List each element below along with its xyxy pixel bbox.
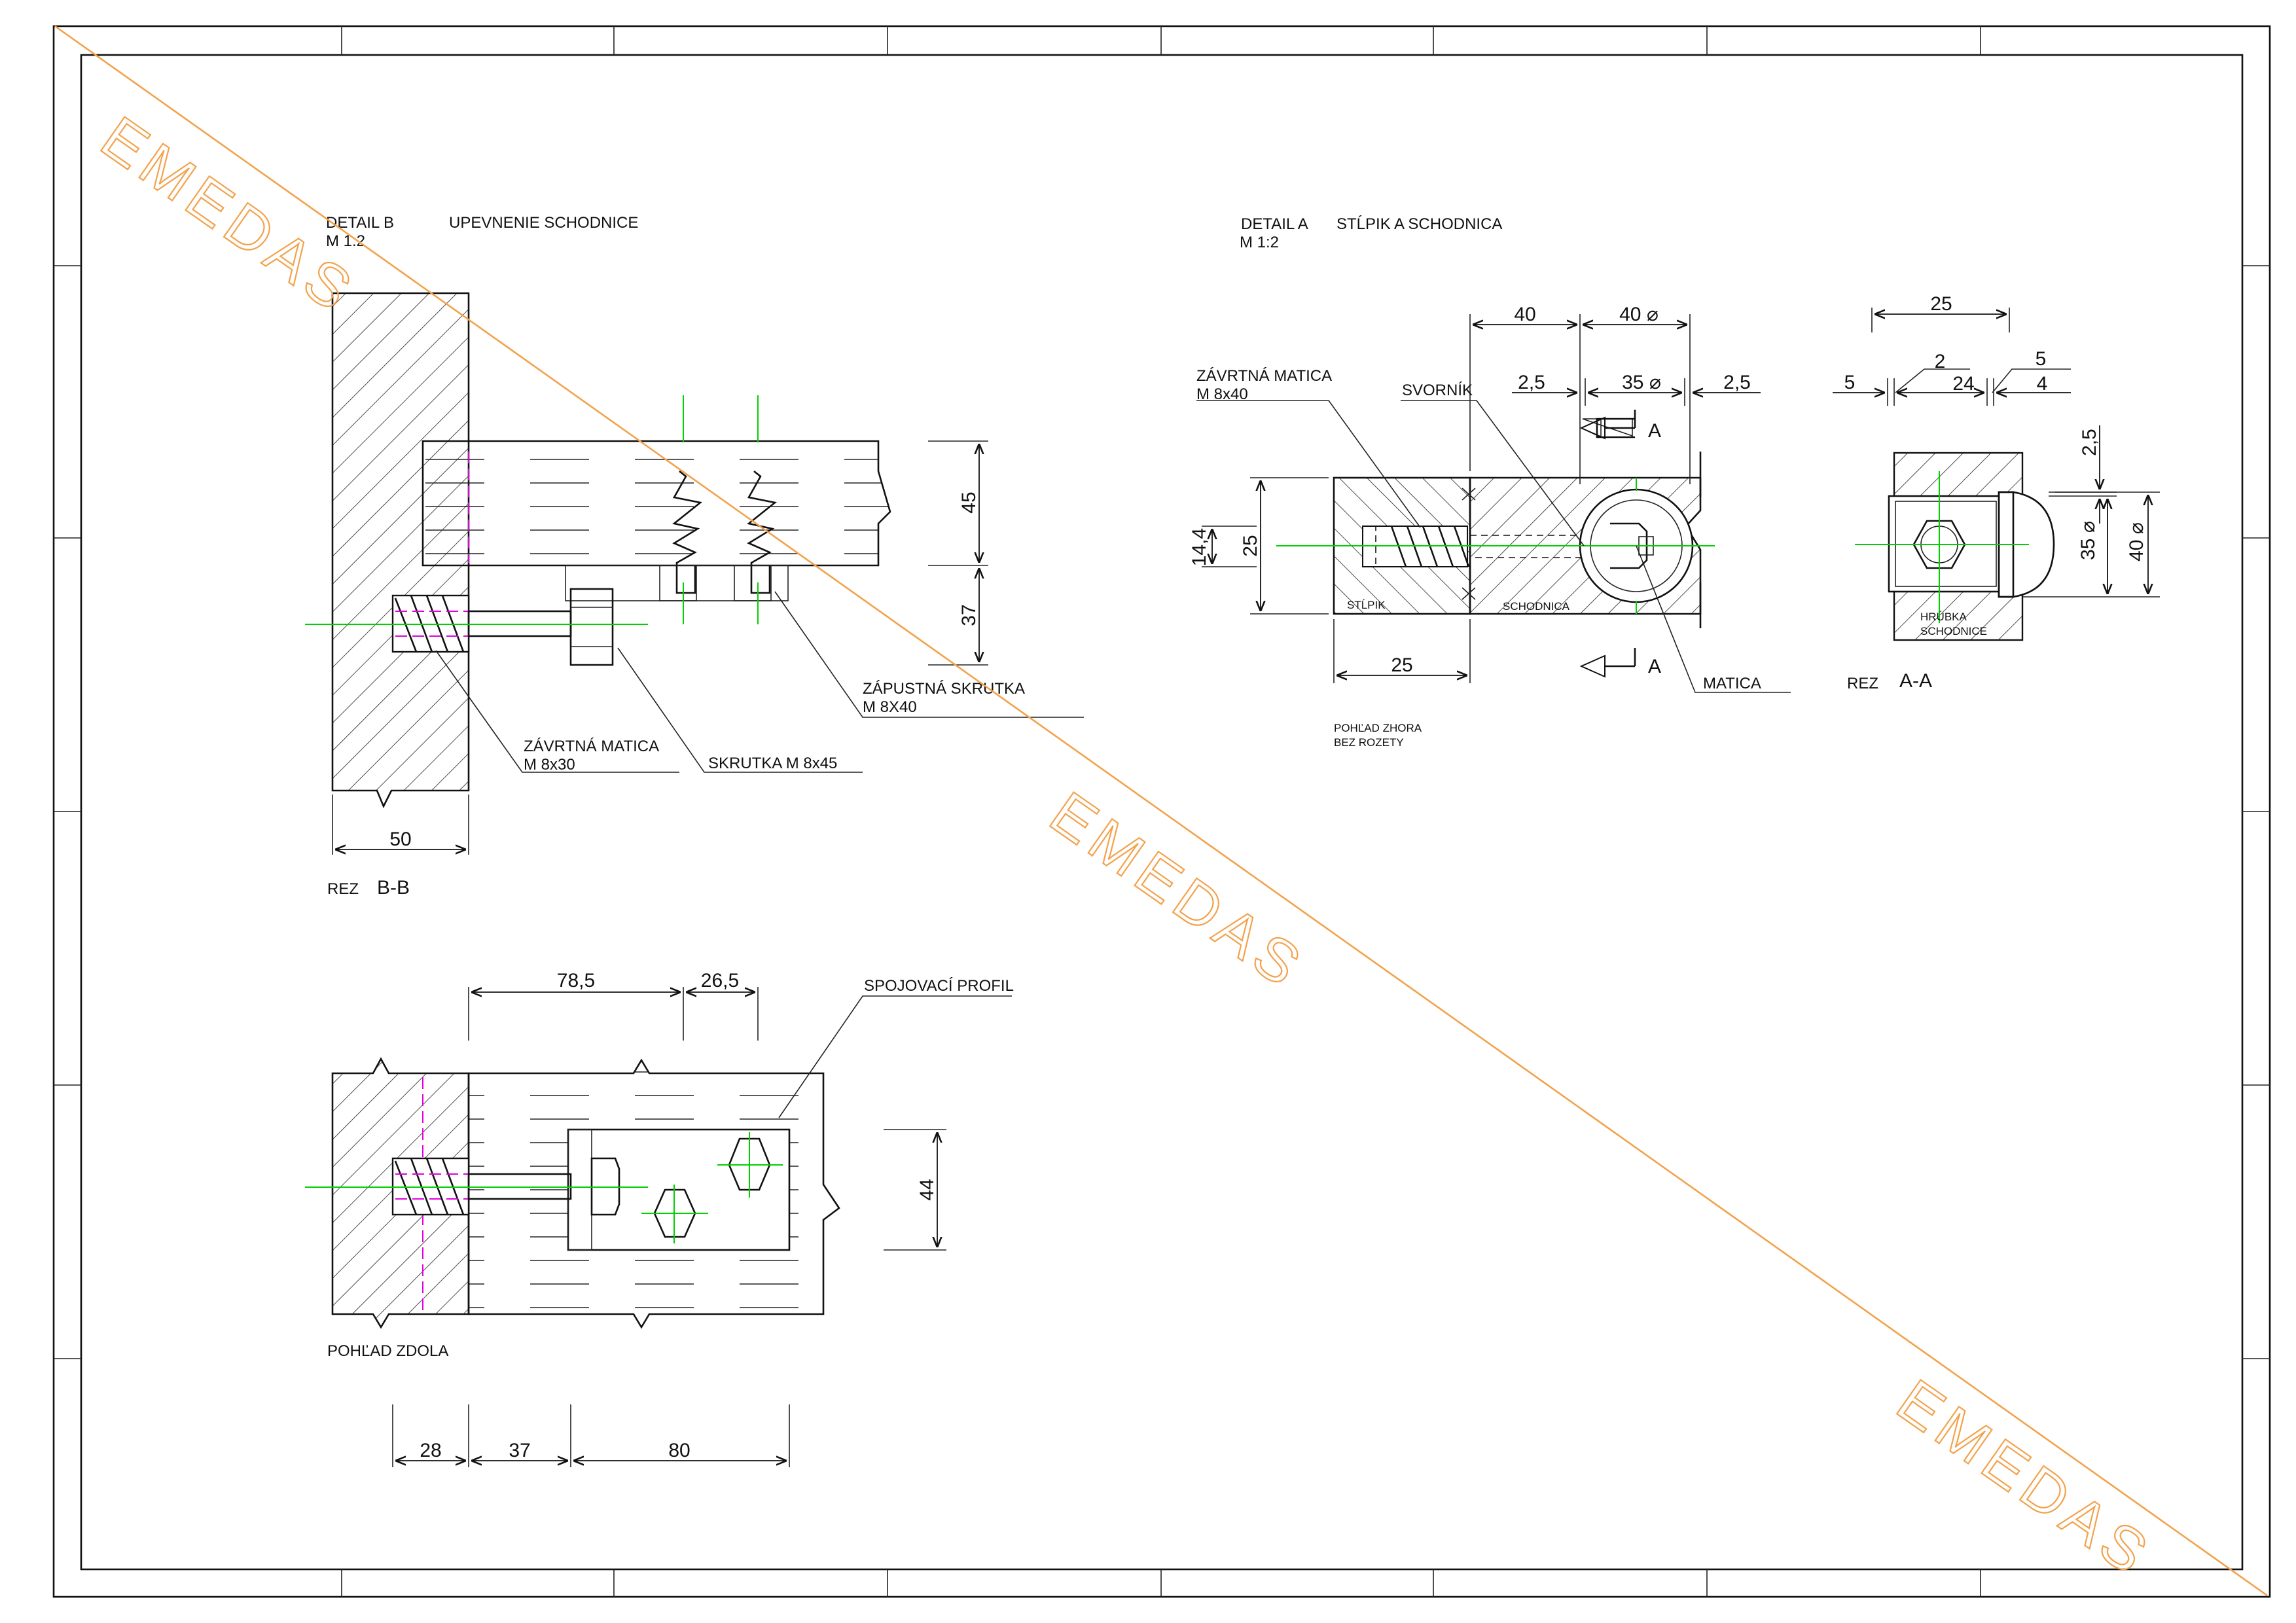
watermark-text-3: EMEDAS — [1886, 1367, 2164, 1590]
dim-a-25-vertical: 25 — [1240, 535, 1261, 556]
dim-26-5: 26,5 — [701, 970, 739, 991]
label-countersunk-screw-size: M 8X40 — [863, 698, 917, 716]
bottom-view: 78,5 26,5 44 28 37 80 SPOJOVACÍ PROFIL P… — [305, 970, 1014, 1467]
detail-b-name: UPEVNENIE SCHODNICE — [449, 214, 638, 232]
section-aa-name: A-A — [1899, 670, 1932, 692]
dim-44: 44 — [916, 1179, 938, 1200]
detail-b-title: DETAIL B — [326, 214, 394, 232]
label-a-view-line2: BEZ ROZETY — [1334, 736, 1404, 749]
dim-aa-40-dia: 40 ⌀ — [2126, 522, 2147, 562]
label-bolt-m8x45: SKRUTKA M 8x45 — [708, 755, 837, 772]
dim-a-40: 40 — [1514, 304, 1535, 325]
countersunk-screw-1 — [659, 470, 702, 601]
dim-aa-25: 25 — [1930, 293, 1952, 315]
label-a-stringer: SCHODNICA — [1503, 600, 1570, 613]
dim-aa-5-left: 5 — [1844, 372, 1856, 393]
label-a-post: STĹPIK — [1347, 599, 1386, 611]
dim-a-35-dia: 35 ⌀ — [1622, 372, 1661, 393]
detail-a-title: DETAIL A — [1241, 215, 1308, 233]
dim-aa-2: 2 — [1935, 351, 1946, 372]
drawing-frame — [52, 25, 2271, 1598]
label-joining-profile: SPOJOVACÍ PROFIL — [864, 977, 1014, 995]
label-insert-nut-size: M 8x30 — [524, 756, 575, 774]
dim-a-25-horizontal: 25 — [1391, 654, 1412, 676]
label-thickness-2: SCHODNICE — [1920, 625, 1987, 637]
label-a-nut: MATICA — [1703, 675, 1761, 692]
section-b-name: B-B — [377, 877, 410, 899]
section-a-a: HRÚBKA SCHODNICE 25 5 2 24 5 4 2,5 35 ⌀ … — [1833, 293, 2160, 692]
label-a-insert-nut: ZÁVRTNÁ MATICA — [1196, 367, 1332, 385]
bottom-view-title: POHĽAD ZDOLA — [327, 1342, 448, 1360]
dim-28: 28 — [420, 1440, 441, 1461]
dim-78-5: 78,5 — [557, 970, 595, 991]
dim-37: 37 — [958, 604, 980, 626]
label-insert-nut: ZÁVRTNÁ MATICA — [524, 738, 659, 755]
dim-80: 80 — [668, 1440, 690, 1461]
cut-a-top: A — [1648, 420, 1661, 442]
detail-a-name: STĹPIK A SCHODNICA — [1336, 215, 1502, 233]
label-a-bolt: SVORNÍK — [1402, 382, 1473, 399]
dim-a-2-5-left: 2,5 — [1518, 372, 1545, 393]
dim-a-40-dia: 40 ⌀ — [1619, 304, 1659, 325]
dim-50: 50 — [389, 829, 411, 850]
watermark: EMEDAS EMEDAS EMEDAS — [54, 25, 2268, 1597]
dim-aa-35-dia: 35 ⌀ — [2077, 521, 2099, 560]
dim-aa-4: 4 — [2037, 373, 2048, 395]
dim-aa-5-right: 5 — [2036, 348, 2047, 370]
countersunk-screw-2 — [734, 470, 777, 601]
watermark-text-2: EMEDAS — [1039, 779, 1318, 1003]
label-a-view-line1: POHĽAD ZHORA — [1334, 722, 1422, 734]
post-hatched — [331, 292, 470, 809]
label-countersunk-screw: ZÁPUSTNÁ SKRUTKA — [863, 680, 1025, 698]
cut-a-bottom: A — [1648, 656, 1661, 677]
section-b-prefix: REZ — [327, 880, 359, 898]
detail-a-scale: M 1:2 — [1240, 234, 1279, 251]
detail-b-section-b-b: 45 37 50 ZÁPUSTNÁ SKRUTKA M 8X40 SKRUTKA… — [305, 214, 1084, 899]
label-thickness-1: HRÚBKA — [1920, 611, 1967, 623]
detail-a-top-view: A A 40 40 ⌀ 2,5 35 ⌀ 2,5 25 14,4 25 — [1189, 215, 1791, 749]
dim-37-bottom: 37 — [509, 1440, 530, 1461]
dim-aa-24: 24 — [1952, 373, 1974, 395]
label-a-insert-nut-size: M 8x40 — [1196, 385, 1248, 403]
dim-a-2-5-right: 2,5 — [1723, 372, 1751, 393]
dim-45: 45 — [958, 491, 980, 513]
section-aa-prefix: REZ — [1847, 675, 1878, 692]
stringer-board — [422, 440, 891, 567]
dim-aa-2-5: 2,5 — [2079, 429, 2100, 456]
dim-a-14-4: 14,4 — [1189, 528, 1210, 566]
